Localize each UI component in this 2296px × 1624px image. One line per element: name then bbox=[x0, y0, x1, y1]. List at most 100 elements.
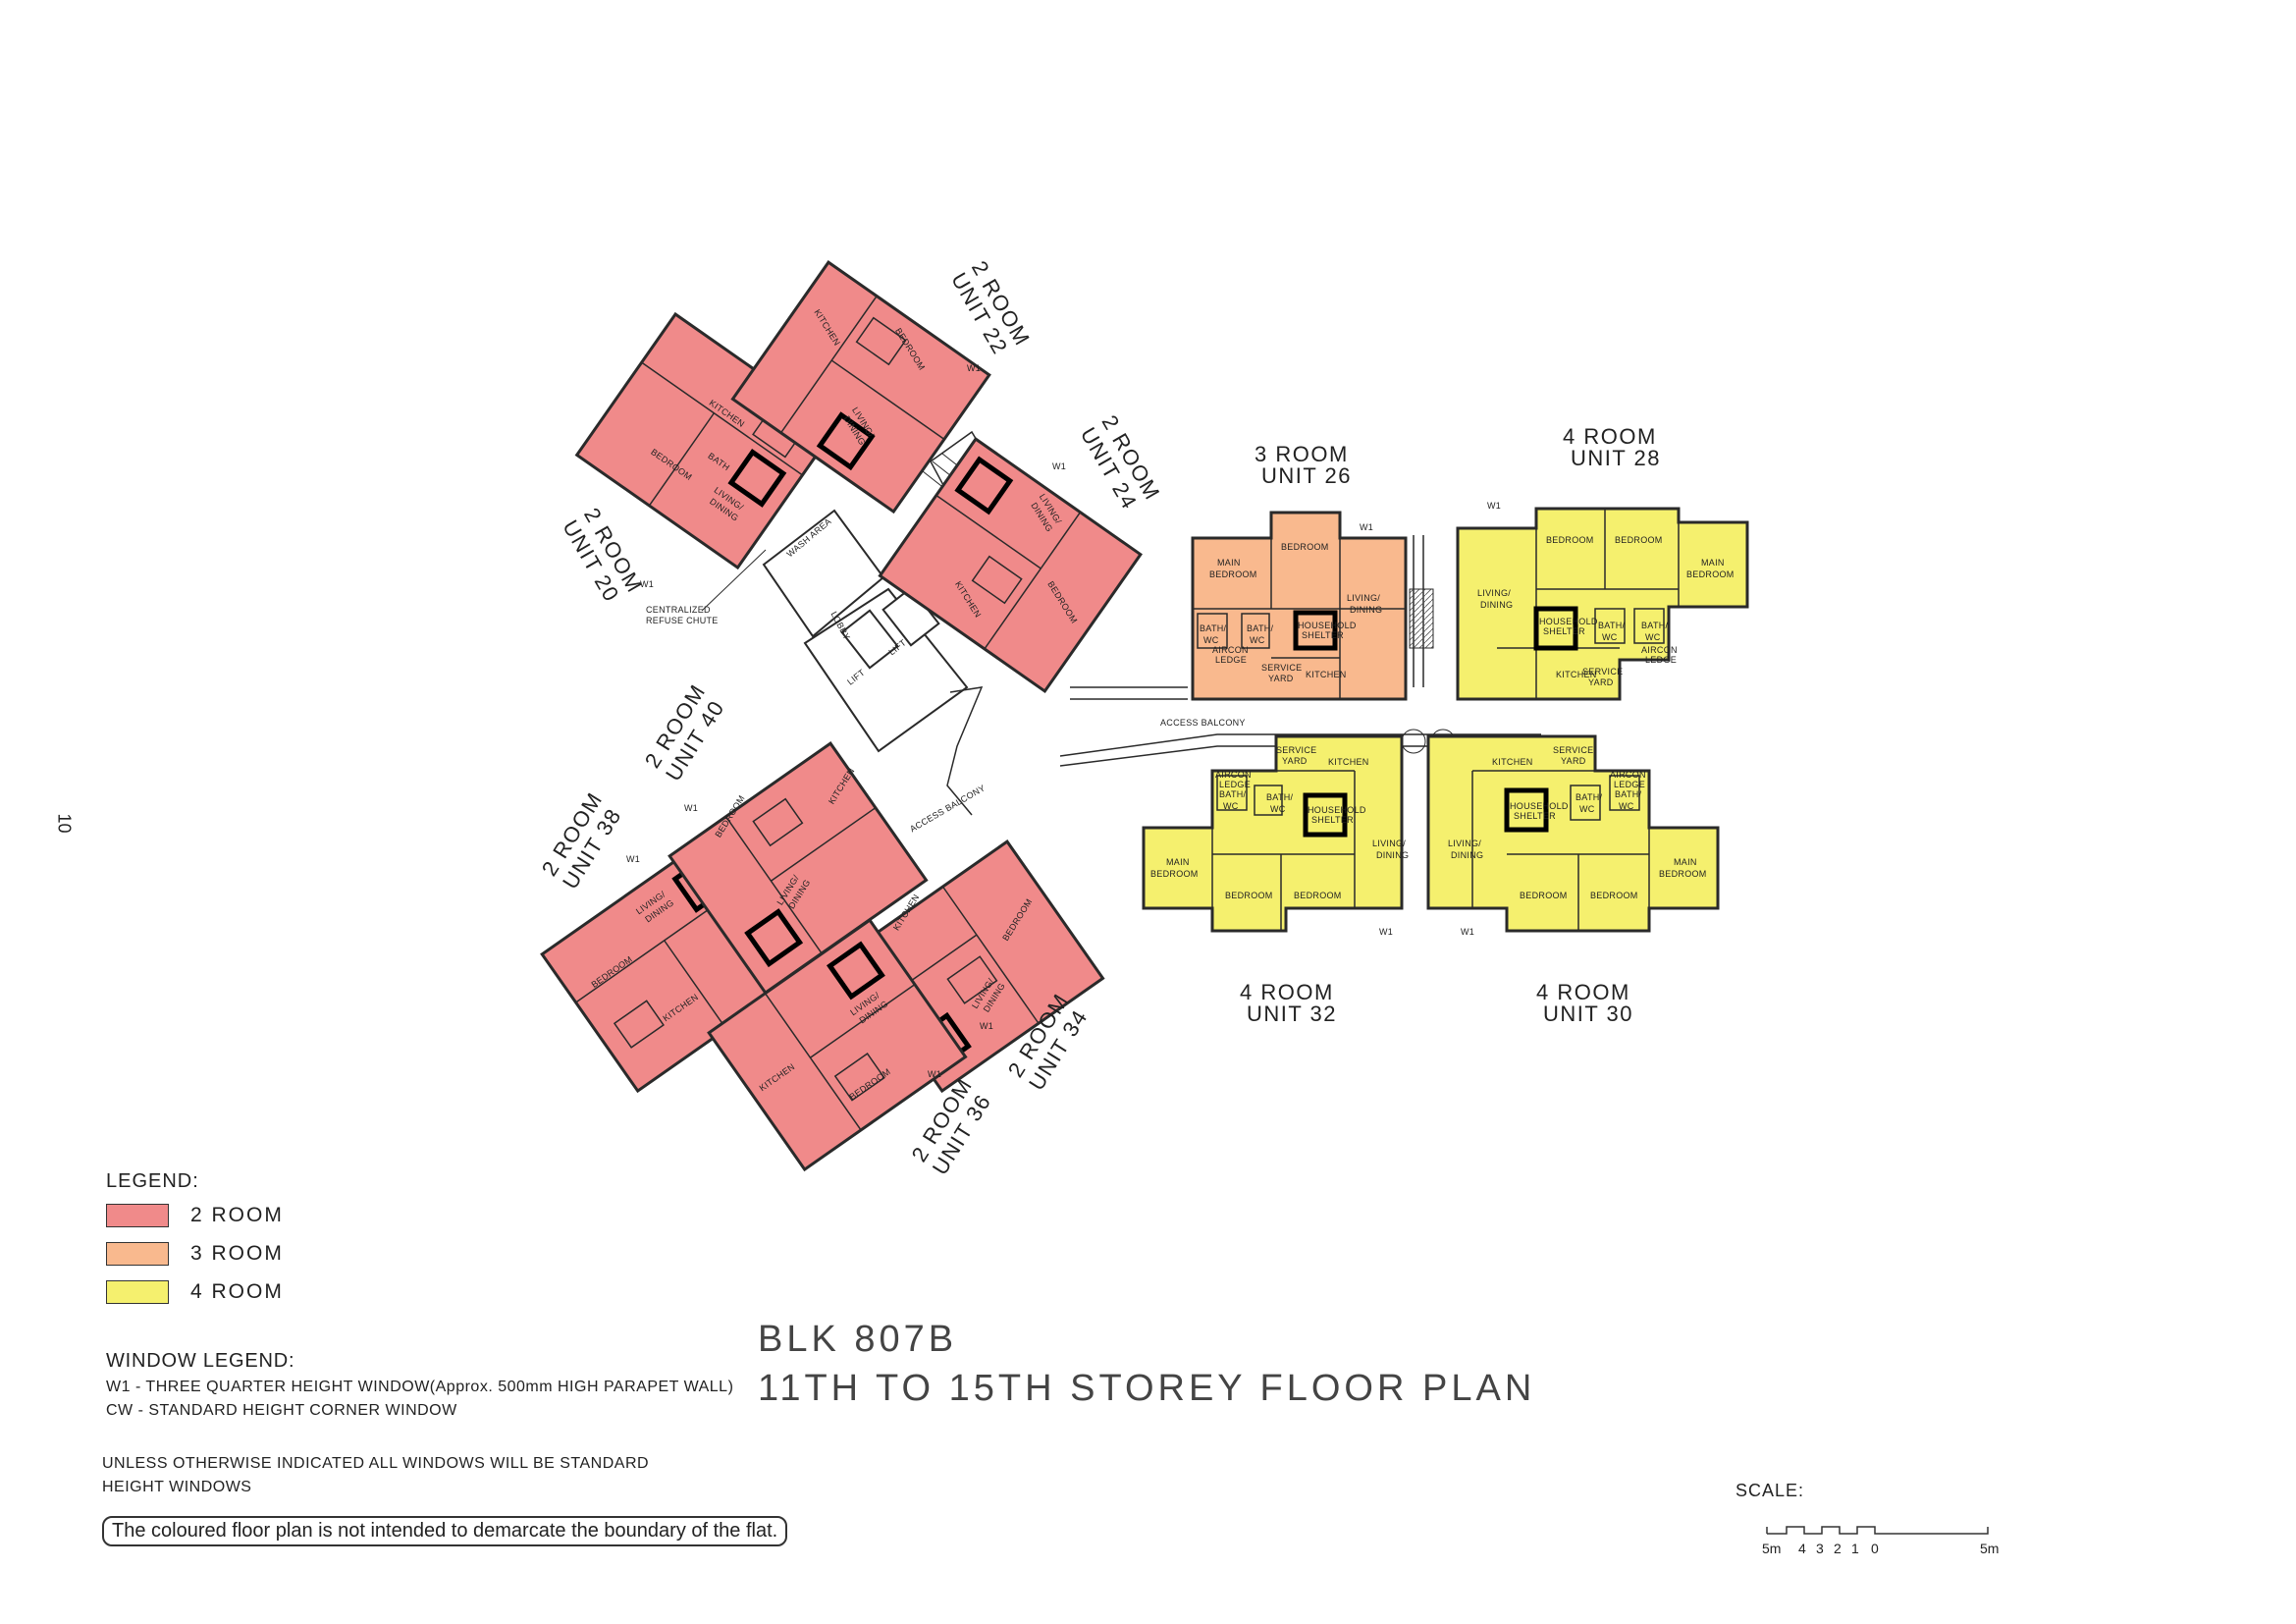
legend-swatch bbox=[106, 1242, 169, 1266]
scale-bar bbox=[1766, 1526, 1989, 1535]
room-label: BATH/ bbox=[1615, 789, 1642, 799]
room-label: BEDROOM bbox=[1281, 542, 1329, 552]
window-note: UNLESS OTHERWISE INDICATED ALL WINDOWS W… bbox=[102, 1455, 650, 1472]
window-legend-cw: CW - STANDARD HEIGHT CORNER WINDOW bbox=[106, 1402, 457, 1419]
room-label: LIVING/ bbox=[1372, 839, 1406, 848]
room-label: YARD bbox=[1268, 674, 1294, 683]
room-label: BEDROOM bbox=[1659, 869, 1707, 879]
window-w1-marker: W1 bbox=[626, 854, 640, 864]
scale-tick: 1 bbox=[1851, 1541, 1859, 1556]
room-label: SHELTER bbox=[1543, 626, 1585, 636]
scale-tick: 5m bbox=[1762, 1541, 1781, 1556]
room-label: BATH/ bbox=[1247, 623, 1274, 633]
room-label: MAIN bbox=[1701, 558, 1725, 568]
legend-swatch bbox=[106, 1280, 169, 1304]
room-label: DINING bbox=[1350, 605, 1382, 615]
room-label: LIVING/ bbox=[1477, 588, 1511, 598]
room-label: SHELTER bbox=[1311, 815, 1354, 825]
unit-number-label: UNIT 30 bbox=[1543, 1001, 1633, 1026]
unit-number-label: UNIT 28 bbox=[1571, 446, 1661, 470]
room-label: LIVING/ bbox=[1448, 839, 1481, 848]
room-label: DINING bbox=[1451, 850, 1483, 860]
room-label: BATH/ bbox=[1598, 621, 1626, 630]
floor-plan-title: 11TH TO 15TH STOREY FLOOR PLAN bbox=[758, 1368, 1536, 1409]
room-label: BATH/ bbox=[1219, 789, 1247, 799]
room-label: DINING bbox=[1480, 600, 1513, 610]
legend-swatch bbox=[106, 1204, 169, 1227]
room-label: BEDROOM bbox=[1615, 535, 1663, 545]
room-label: KITCHEN bbox=[1556, 670, 1597, 679]
legend-item-4-room: 4 ROOM bbox=[106, 1279, 284, 1305]
room-label: KITCHEN bbox=[1492, 757, 1533, 767]
legend-title: LEGEND: bbox=[106, 1170, 199, 1192]
room-label: SERVICE bbox=[1553, 745, 1593, 755]
room-label: BEDROOM bbox=[1546, 535, 1594, 545]
room-label: HOUSEHOLD bbox=[1298, 621, 1357, 630]
legend-label: 4 ROOM bbox=[190, 1280, 284, 1303]
scale-ticks: 5m 4 3 2 1 0 5m bbox=[1762, 1541, 1999, 1556]
room-label: YARD bbox=[1282, 756, 1308, 766]
room-label: AIRCON bbox=[1610, 770, 1646, 780]
access-balcony-label: ACCESS BALCONY bbox=[1160, 718, 1246, 728]
room-label: SERVICE bbox=[1276, 745, 1316, 755]
room-label: BEDROOM bbox=[1520, 891, 1568, 900]
room-label: MAIN bbox=[1217, 558, 1241, 568]
unit-number-label: UNIT 32 bbox=[1247, 1001, 1337, 1026]
unit-36-plan bbox=[707, 918, 968, 1172]
room-label: BEDROOM bbox=[1150, 869, 1199, 879]
room-label: BATH/ bbox=[1641, 621, 1669, 630]
room-label: LEDGE bbox=[1219, 780, 1251, 789]
access-balcony-label: ACCESS BALCONY bbox=[908, 783, 987, 834]
room-label: KITCHEN bbox=[1328, 757, 1369, 767]
room-label: WC bbox=[1602, 632, 1618, 642]
unit-28-plan bbox=[1456, 507, 1749, 701]
room-label: SERVICE bbox=[1582, 667, 1623, 677]
window-w1-marker: W1 bbox=[967, 363, 981, 373]
window-w1-marker: W1 bbox=[1052, 461, 1066, 471]
window-legend-w1: W1 - THREE QUARTER HEIGHT WINDOW(Approx.… bbox=[106, 1379, 734, 1395]
unit-22-plan bbox=[730, 260, 991, 514]
room-label: AIRCON bbox=[1641, 645, 1678, 655]
legend-item-3-room: 3 ROOM bbox=[106, 1241, 284, 1267]
scale-tick: 4 bbox=[1798, 1541, 1806, 1556]
scale-tick: 0 bbox=[1871, 1541, 1879, 1556]
window-w1-marker: W1 bbox=[1487, 501, 1501, 511]
room-label: SHELTER bbox=[1302, 630, 1344, 640]
unit-type-label: 4 ROOM bbox=[1240, 980, 1334, 1004]
scale-title: SCALE: bbox=[1735, 1481, 1805, 1500]
scale-tick: 5m bbox=[1980, 1541, 1999, 1556]
room-label: DINING bbox=[1376, 850, 1409, 860]
room-label: YARD bbox=[1588, 677, 1614, 687]
unit-type-label: 3 ROOM bbox=[1255, 442, 1349, 466]
room-label: WC bbox=[1270, 804, 1286, 814]
room-label: BEDROOM bbox=[1225, 891, 1273, 900]
unit-30-plan bbox=[1426, 734, 1720, 933]
room-label: WC bbox=[1223, 801, 1239, 811]
unit-type-label: 4 ROOM bbox=[1536, 980, 1630, 1004]
scale-tick: 3 bbox=[1816, 1541, 1824, 1556]
room-label: BEDROOM bbox=[1686, 569, 1735, 579]
refuse-chute-label: REFUSE CHUTE bbox=[646, 616, 719, 625]
room-label: BEDROOM bbox=[1294, 891, 1342, 900]
room-label: BATH/ bbox=[1575, 792, 1603, 802]
unit-type-label: 4 ROOM bbox=[1563, 424, 1657, 449]
unit-32-plan bbox=[1142, 734, 1404, 933]
room-label: LEDGE bbox=[1215, 655, 1247, 665]
room-label: WC bbox=[1645, 632, 1661, 642]
window-w1-marker: W1 bbox=[684, 803, 698, 813]
unit-number-label: UNIT 26 bbox=[1261, 463, 1352, 488]
room-label: HOUSEHOLD bbox=[1510, 801, 1569, 811]
window-w1-marker: W1 bbox=[1360, 522, 1373, 532]
room-label: AIRCON bbox=[1215, 770, 1252, 780]
disclaimer-box: The coloured floor plan is not intended … bbox=[102, 1516, 788, 1546]
unit-24-plan bbox=[878, 437, 1143, 694]
room-label: AIRCON bbox=[1212, 645, 1249, 655]
room-label: WC bbox=[1250, 635, 1265, 645]
room-label: WC bbox=[1619, 801, 1634, 811]
room-label: HOUSEHOLD bbox=[1308, 805, 1366, 815]
refuse-chute-label: CENTRALIZED bbox=[646, 605, 711, 615]
room-label: LEDGE bbox=[1614, 780, 1645, 789]
room-label: WC bbox=[1203, 635, 1219, 645]
window-w1-marker: W1 bbox=[980, 1021, 993, 1031]
